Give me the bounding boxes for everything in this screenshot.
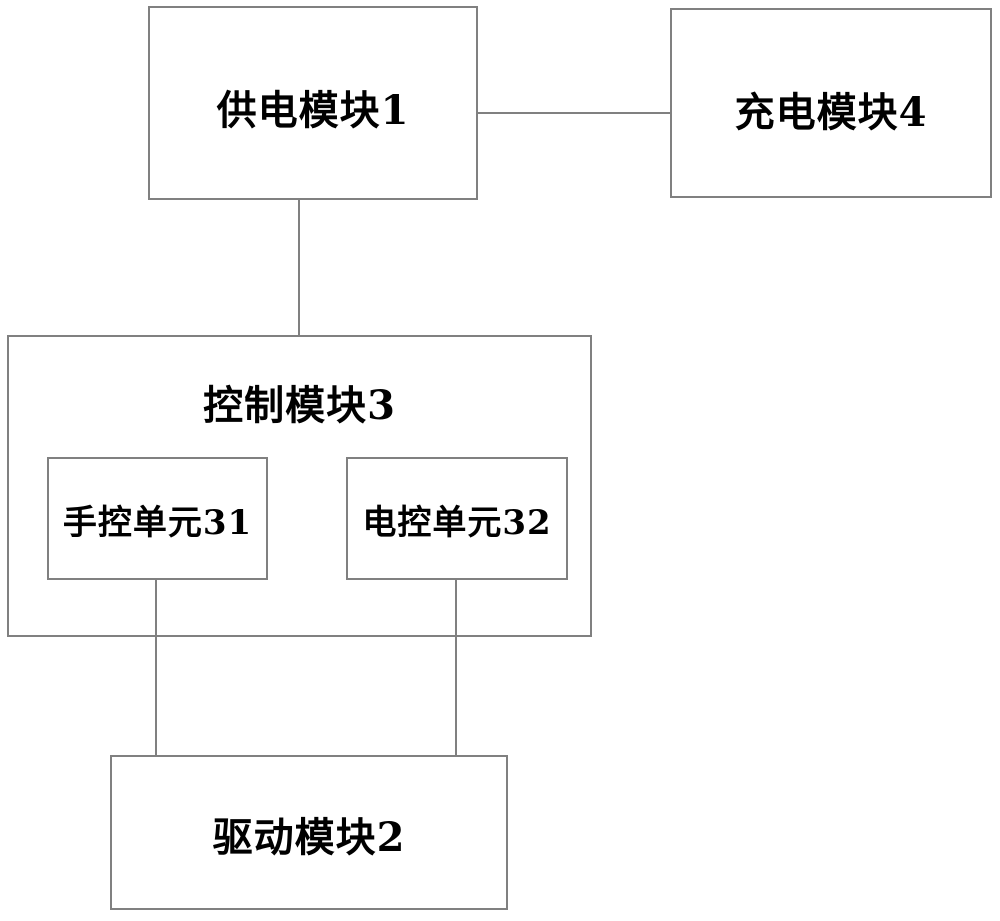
node-charging-module[interactable]: 充电模块4 <box>670 8 992 198</box>
node-electric-control-unit-label: 电控单元32 <box>362 503 552 543</box>
node-electric-control-unit[interactable]: 电控单元32 <box>346 457 568 580</box>
connector-power-supply-to-charging <box>478 112 670 114</box>
node-drive-module[interactable]: 驱动模块2 <box>110 755 508 910</box>
node-power-supply-module[interactable]: 供电模块1 <box>148 6 478 200</box>
node-power-supply-module-label: 供电模块1 <box>216 87 410 134</box>
node-manual-control-unit-label: 手控单元31 <box>62 503 253 543</box>
connector-power-supply-to-control <box>298 200 300 335</box>
node-drive-module-label: 驱动模块2 <box>212 814 406 861</box>
connector-electric-control-unit-to-drive <box>455 578 457 757</box>
node-control-module-label: 控制模块3 <box>203 382 396 429</box>
connector-manual-control-unit-to-drive <box>155 578 157 757</box>
node-control-module[interactable]: 控制模块3 手控单元31 电控单元32 <box>7 335 592 637</box>
node-manual-control-unit[interactable]: 手控单元31 <box>47 457 268 580</box>
node-charging-module-label: 充电模块4 <box>734 89 928 136</box>
